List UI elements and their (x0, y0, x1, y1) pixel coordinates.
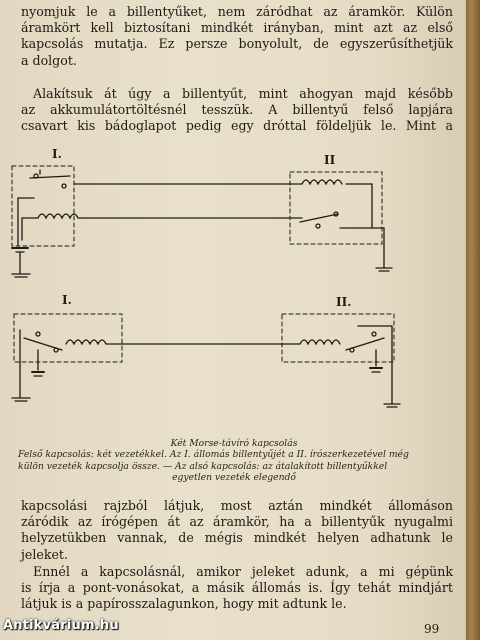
station-box (13, 313, 123, 363)
text-line: csavart kis bádoglapot pedig egy dróttal… (21, 118, 453, 134)
page-number: 99 (424, 622, 440, 636)
ground-icon (11, 397, 31, 402)
station-2-top: II (189, 153, 393, 272)
ground-icon (11, 273, 31, 278)
paragraph-1: nyomjuk le a billentyűket, nem záródhat … (21, 4, 453, 69)
station-box (289, 171, 383, 245)
text-line: kapcsolási rajzból látjuk, most aztán mi… (21, 498, 453, 513)
text-line: jeleket. (21, 546, 68, 562)
caption-line: Felső kapcsolás: két vezetékkel. Az I. á… (18, 449, 409, 461)
text-line: áramkört kell biztosítani mindkét irányb… (21, 20, 453, 36)
electromagnet-coil-icon (37, 213, 79, 220)
text-line: az akkumulátortöltésnél tesszük. A bille… (21, 102, 453, 118)
text-line: látjuk is a papírosszalagunkon, hogy mit… (21, 596, 347, 612)
station-box (11, 165, 75, 247)
station-2-bottom: II. (235, 295, 401, 408)
battery-icon (369, 367, 383, 373)
text-line: helyzetükben vannak, de mégis mindkét he… (21, 530, 453, 546)
telegraph-key-icon (29, 169, 71, 189)
station-label-top-right: II (324, 153, 336, 167)
station-label-top-left: I. (52, 147, 62, 161)
figure-caption: Két Morse-távíró kapcsolás Felső kapcsol… (18, 438, 450, 484)
electromagnet-coil-icon (299, 339, 341, 346)
book-edge (466, 0, 480, 640)
paragraph-3: kapcsolási rajzból látjuk, most aztán mi… (21, 498, 453, 563)
text-line: kapcsolás mutatja. Ez persze bonyolult, … (21, 36, 453, 52)
text-line: a dolgot. (21, 52, 77, 68)
telegraph-key-icon (345, 331, 385, 353)
caption-title: Két Morse-távíró kapcsolás (170, 438, 298, 449)
station-label-bottom-right: II. (336, 295, 351, 309)
telegraph-key-icon (23, 331, 63, 353)
circuit-diagram: I. (0, 136, 466, 442)
caption-line: külön vezeték kapcsolja össze. — Az alsó… (18, 460, 388, 472)
station-1-top: I. (11, 147, 303, 278)
electromagnet-coil-icon (301, 179, 343, 186)
book-page: nyomjuk le a billentyűket, nem záródhat … (0, 0, 466, 640)
electromagnet-coil-icon (65, 339, 107, 346)
text-line: Ennél a kapcsolásnál, amikor jeleket adu… (33, 564, 453, 579)
telegraph-key-icon (299, 211, 339, 229)
caption-line: egyetlen vezeték elegendő (172, 472, 296, 484)
station-1-bottom: I. (11, 293, 237, 402)
text-line: Alakítsuk át úgy a billentyűt, mint ahog… (33, 86, 453, 101)
paragraph-2: Alakítsuk át úgy a billentyűt, mint ahog… (21, 86, 453, 135)
text-line: nyomjuk le a billentyűket, nem záródhat … (21, 4, 453, 19)
paragraph-4: Ennél a kapcsolásnál, amikor jeleket adu… (21, 564, 453, 613)
text-line: is írja a pont-vonásokat, a másik állomá… (21, 580, 453, 596)
station-box (281, 313, 395, 363)
battery-icon (31, 371, 45, 377)
watermark: Antikvárium.hu (3, 618, 119, 633)
station-label-bottom-left: I. (62, 293, 72, 307)
text-line: záródik az írógépen át az áramkör, ha a … (21, 514, 453, 530)
ground-icon (375, 267, 393, 272)
ground-icon (383, 403, 401, 408)
